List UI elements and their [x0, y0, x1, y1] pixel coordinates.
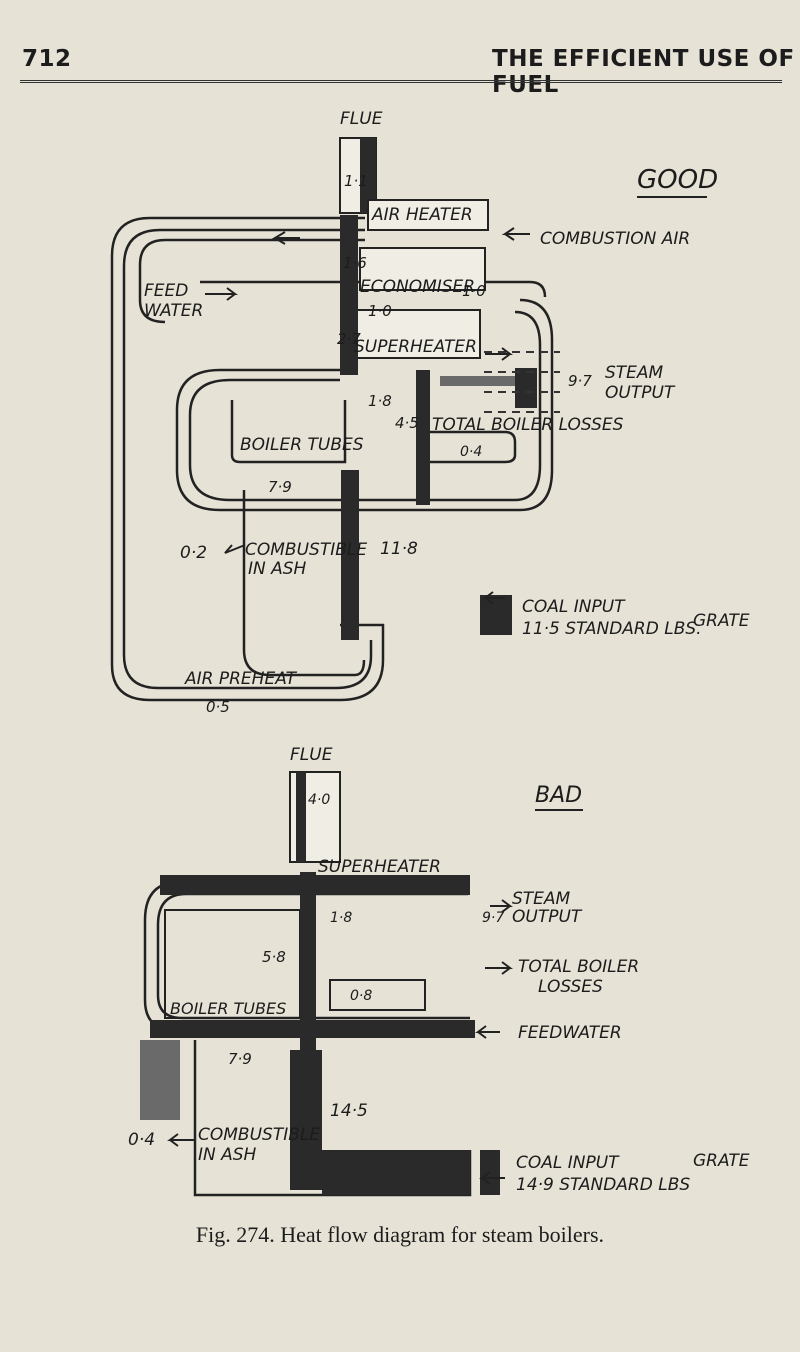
good-superheater-box [349, 309, 481, 359]
good-combustible-label-1: COMBUSTIBLE [245, 540, 367, 560]
bad-value-1-8: 1·8 [330, 910, 352, 926]
good-furnace-flow [341, 470, 359, 640]
bad-steam-arrow [490, 899, 513, 913]
bad-superheater-label: SUPERHEATER [318, 857, 441, 877]
bad-value-14-5: 14·5 [330, 1101, 368, 1121]
bad-coal-block [322, 1150, 470, 1195]
good-steam-block [515, 368, 537, 408]
good-main-flow-upper [340, 215, 358, 375]
bad-combustible-label-2: IN ASH [198, 1145, 257, 1165]
good-feed-value-a: 1·0 [462, 282, 486, 300]
good-title: GOOD [637, 165, 718, 195]
good-tubes-frame [230, 400, 347, 464]
bad-total-losses-label-1: TOTAL BOILER [518, 957, 639, 977]
good-economiser-label: ECONOMISER [360, 277, 475, 297]
bad-combustible-value: 0·4 [128, 1130, 155, 1150]
good-losses-frame [420, 430, 517, 464]
good-feed-value-b: 1·0 [368, 302, 392, 320]
good-coal-label-2: 11·5 STANDARD LBS. [522, 619, 702, 639]
bad-boiler-tubes-label: BOILER TUBES [170, 999, 286, 1018]
good-boiler-loop-inner [188, 310, 542, 502]
bad-feedwater-arrow [475, 1025, 500, 1039]
header-rule [20, 80, 782, 85]
good-steam-label-1: STEAM [605, 363, 664, 383]
bad-steam-label-1: STEAM [512, 889, 571, 909]
bad-losses-arrow [485, 961, 513, 975]
good-superheater-arrow [485, 347, 513, 361]
bad-superheater-band [160, 875, 470, 895]
good-diagram: GOOD FLUE 1·1 [110, 109, 750, 716]
good-combustible-label-2: IN ASH [248, 559, 307, 579]
good-combustion-arrow [271, 231, 300, 245]
good-air-preheat-label: AIR PREHEAT [184, 669, 298, 689]
good-steam-band [440, 376, 515, 386]
good-preheat-loop [242, 490, 366, 677]
bad-boiler-tubes-value: 5·8 [262, 948, 286, 966]
good-coal-block [480, 595, 512, 635]
bad-value-7-9: 7·9 [228, 1050, 252, 1068]
good-losses-value: 0·4 [460, 444, 482, 460]
bad-feedwater-label: FEEDWATER [518, 1023, 622, 1043]
good-air-heater-box [367, 199, 489, 231]
bad-grate-label: GRATE [693, 1151, 750, 1171]
good-total-losses-label: TOTAL BOILER LOSSES [432, 415, 624, 435]
good-combustion-air-arrow [501, 227, 530, 241]
figure-caption: Fig. 274. Heat flow diagram for steam bo… [195, 1222, 605, 1247]
bad-diagram: BAD FLUE 4·0 SUPERHEATER STEAM OUTPUT 9·… [128, 745, 750, 1197]
bad-inner-frame [156, 892, 470, 1020]
good-value-7-9: 7·9 [268, 478, 292, 496]
bad-ash-arrow [167, 1133, 195, 1147]
good-combustible-value: 0·2 [180, 543, 207, 563]
good-superheater-value: 2·7 [337, 330, 361, 348]
page-number: 712 [22, 46, 72, 72]
good-air-preheat-value: 0·5 [206, 698, 230, 716]
good-steam-value: 9·7 [568, 372, 592, 390]
bad-flue-flow [296, 772, 306, 862]
bad-main-flow [300, 872, 316, 1052]
good-economiser-value: 1·6 [343, 254, 367, 272]
bad-lower-band [150, 1020, 475, 1038]
bad-losses-value: 0·8 [350, 988, 372, 1004]
bad-losses-box [329, 979, 426, 1011]
good-superheater-label: SUPERHEATER [354, 337, 477, 357]
good-inner-casing [122, 228, 373, 690]
bad-flue-label: FLUE [290, 745, 333, 765]
bad-left-drop [140, 1040, 180, 1120]
running-title: THE EFFICIENT USE OF FUEL [492, 46, 795, 98]
good-feed-loop [200, 280, 547, 298]
good-flue-flow [360, 138, 376, 213]
good-steam-label-2: OUTPUT [605, 383, 676, 403]
good-flue-label: FLUE [340, 109, 383, 129]
good-value-1-8: 1·8 [368, 392, 392, 410]
bad-combustible-label-1: COMBUSTIBLE [198, 1125, 320, 1145]
bad-flue-value: 4·0 [308, 792, 330, 808]
good-economiser-box [359, 247, 486, 291]
good-feed-label-2: WATER [144, 301, 203, 321]
good-feed-arrow [205, 287, 238, 301]
bad-coal-label-1: COAL INPUT [516, 1153, 620, 1173]
bad-total-losses-label-2: LOSSES [538, 977, 603, 997]
bad-steam-label-2: OUTPUT [512, 907, 583, 927]
good-air-heater-label: AIR HEATER [371, 205, 473, 225]
good-coal-label-1: COAL INPUT [522, 597, 626, 617]
good-outer-casing [110, 216, 385, 702]
bad-steam-value: 9·7 [482, 910, 504, 926]
good-flue-value: 1·1 [344, 172, 368, 190]
bad-coal-label-2: 14·9 STANDARD LBS [516, 1175, 690, 1195]
good-boiler-tubes-value: 4·5 [395, 414, 419, 432]
bad-coal-arrow [479, 1171, 505, 1185]
good-tubes-flow [416, 370, 430, 505]
good-economiser-loop [138, 238, 365, 324]
bad-title: BAD [535, 783, 582, 808]
good-value-11-8: 11·8 [380, 539, 418, 559]
good-feed-label-1: FEED [144, 281, 188, 301]
good-coal-arrow [482, 591, 505, 605]
good-combustion-air-label: COMBUSTION AIR [540, 229, 690, 249]
good-grate-label: GRATE [693, 611, 750, 631]
good-boiler-tubes-label: BOILER TUBES [240, 435, 364, 455]
good-boiler-loop [175, 298, 554, 512]
bad-furnace-flow [290, 1050, 322, 1190]
good-ash-arrow [224, 544, 246, 554]
